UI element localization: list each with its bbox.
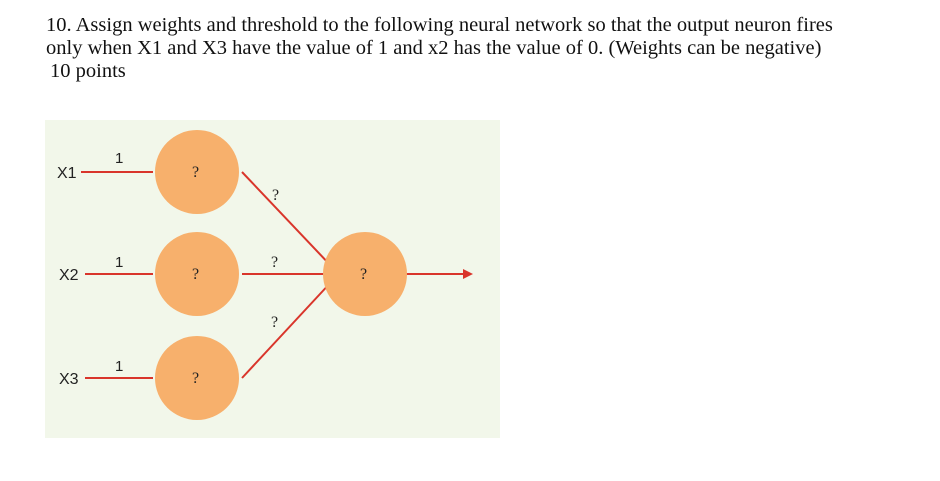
hidden-threshold-1: ? <box>192 164 199 181</box>
output-arrowhead <box>463 269 473 279</box>
question-line-1: 10. Assign weights and threshold to the … <box>46 14 833 36</box>
input-weight-x1: 1 <box>115 150 123 167</box>
hidden-neuron-2 <box>155 232 239 316</box>
weight-h2-output: ? <box>271 254 278 271</box>
question-points: 10 points <box>50 60 126 82</box>
output-threshold: ? <box>360 266 367 283</box>
input-label-x2: X2 <box>59 267 79 284</box>
input-weight-x2: 1 <box>115 254 123 271</box>
question-text: 10. Assign weights and threshold to the … <box>46 14 926 83</box>
weight-h3-output: ? <box>271 314 278 331</box>
input-weight-x3: 1 <box>115 358 123 375</box>
network-svg: X1 X2 X3 1 1 1 ? ? ? ? ? ? ? <box>45 120 500 438</box>
hidden-neuron-3 <box>155 336 239 420</box>
hidden-threshold-3: ? <box>192 370 199 387</box>
connection-h3-output <box>241 279 334 379</box>
hidden-neuron-1 <box>155 130 239 214</box>
input-label-x3: X3 <box>59 371 79 388</box>
input-label-x1: X1 <box>57 165 77 182</box>
output-neuron <box>323 232 407 316</box>
weight-h1-output: ? <box>272 187 279 204</box>
diagram-background <box>45 120 500 438</box>
question-line-2: only when X1 and X3 have the value of 1 … <box>46 37 822 59</box>
connection-h1-output <box>241 171 334 269</box>
hidden-threshold-2: ? <box>192 266 199 283</box>
neural-network-diagram: X1 X2 X3 1 1 1 ? ? ? ? ? ? ? <box>45 120 500 438</box>
